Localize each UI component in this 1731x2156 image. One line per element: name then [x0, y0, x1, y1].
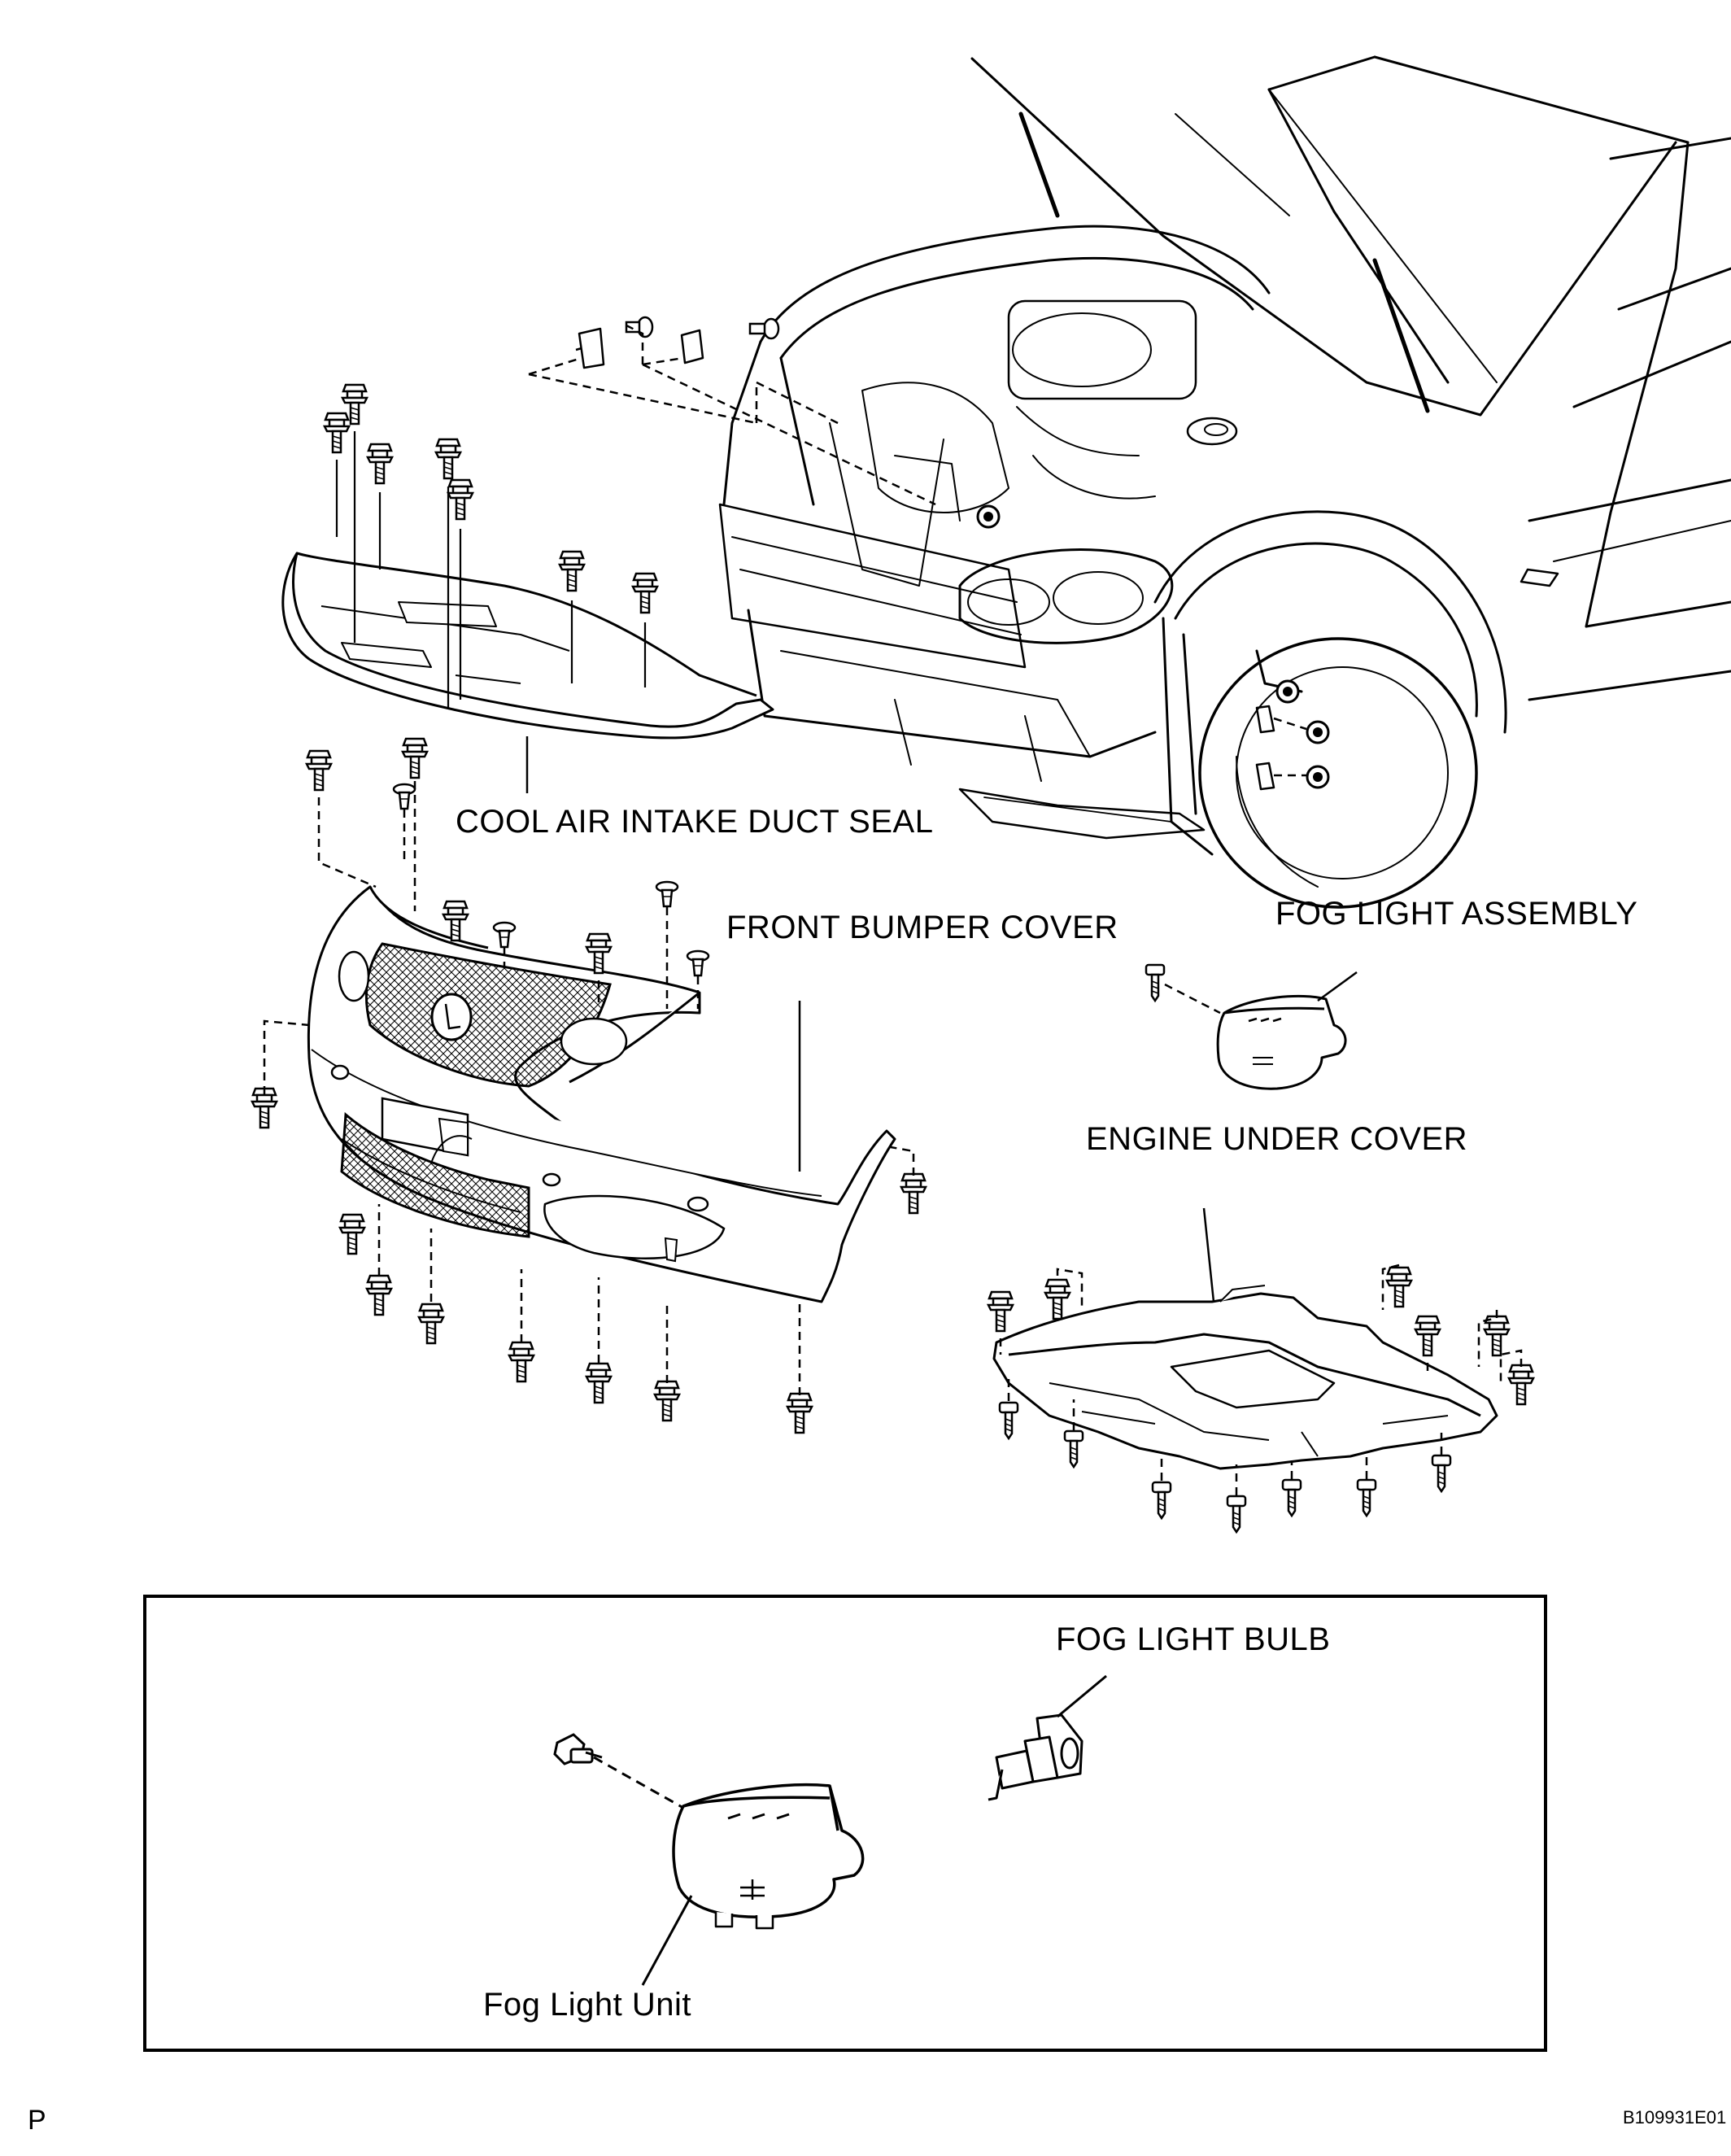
- fog-light-unit-screw: [553, 1733, 603, 1765]
- page-marker: P: [28, 2105, 47, 2136]
- fog-light-bulb-label: FOG LIGHT BULB: [1056, 1621, 1331, 1657]
- fog-light-assembly-label: FOG LIGHT ASSEMBLY: [1275, 896, 1638, 932]
- fog-light-unit-label: Fog Light Unit: [483, 1987, 692, 2023]
- cool-air-intake-duct-seal: [281, 552, 774, 740]
- lower-grille-mesh: [340, 1111, 530, 1238]
- cool-air-intake-duct-seal-label: COOL AIR INTAKE DUCT SEAL: [456, 804, 934, 840]
- vehicle-front-body: [718, 55, 1731, 909]
- upper-brackets: [575, 327, 704, 369]
- fog-light-assembly: [1216, 994, 1347, 1090]
- fog-light-unit: [672, 1783, 865, 1930]
- detail-inset-frame: [143, 1595, 1547, 2052]
- grille-emblem: [430, 993, 473, 1041]
- front-bumper-cover-label: FRONT BUMPER COVER: [726, 910, 1118, 945]
- fog-light-bulb: [988, 1713, 1084, 1801]
- engine-under-cover: [992, 1285, 1498, 1470]
- front-grille-mesh: [364, 942, 612, 1088]
- duct-seal-fasteners: [323, 383, 659, 614]
- engine-under-cover-label: ENGINE UNDER COVER: [1086, 1121, 1468, 1157]
- figure-code: B109931E01: [1623, 2107, 1727, 2128]
